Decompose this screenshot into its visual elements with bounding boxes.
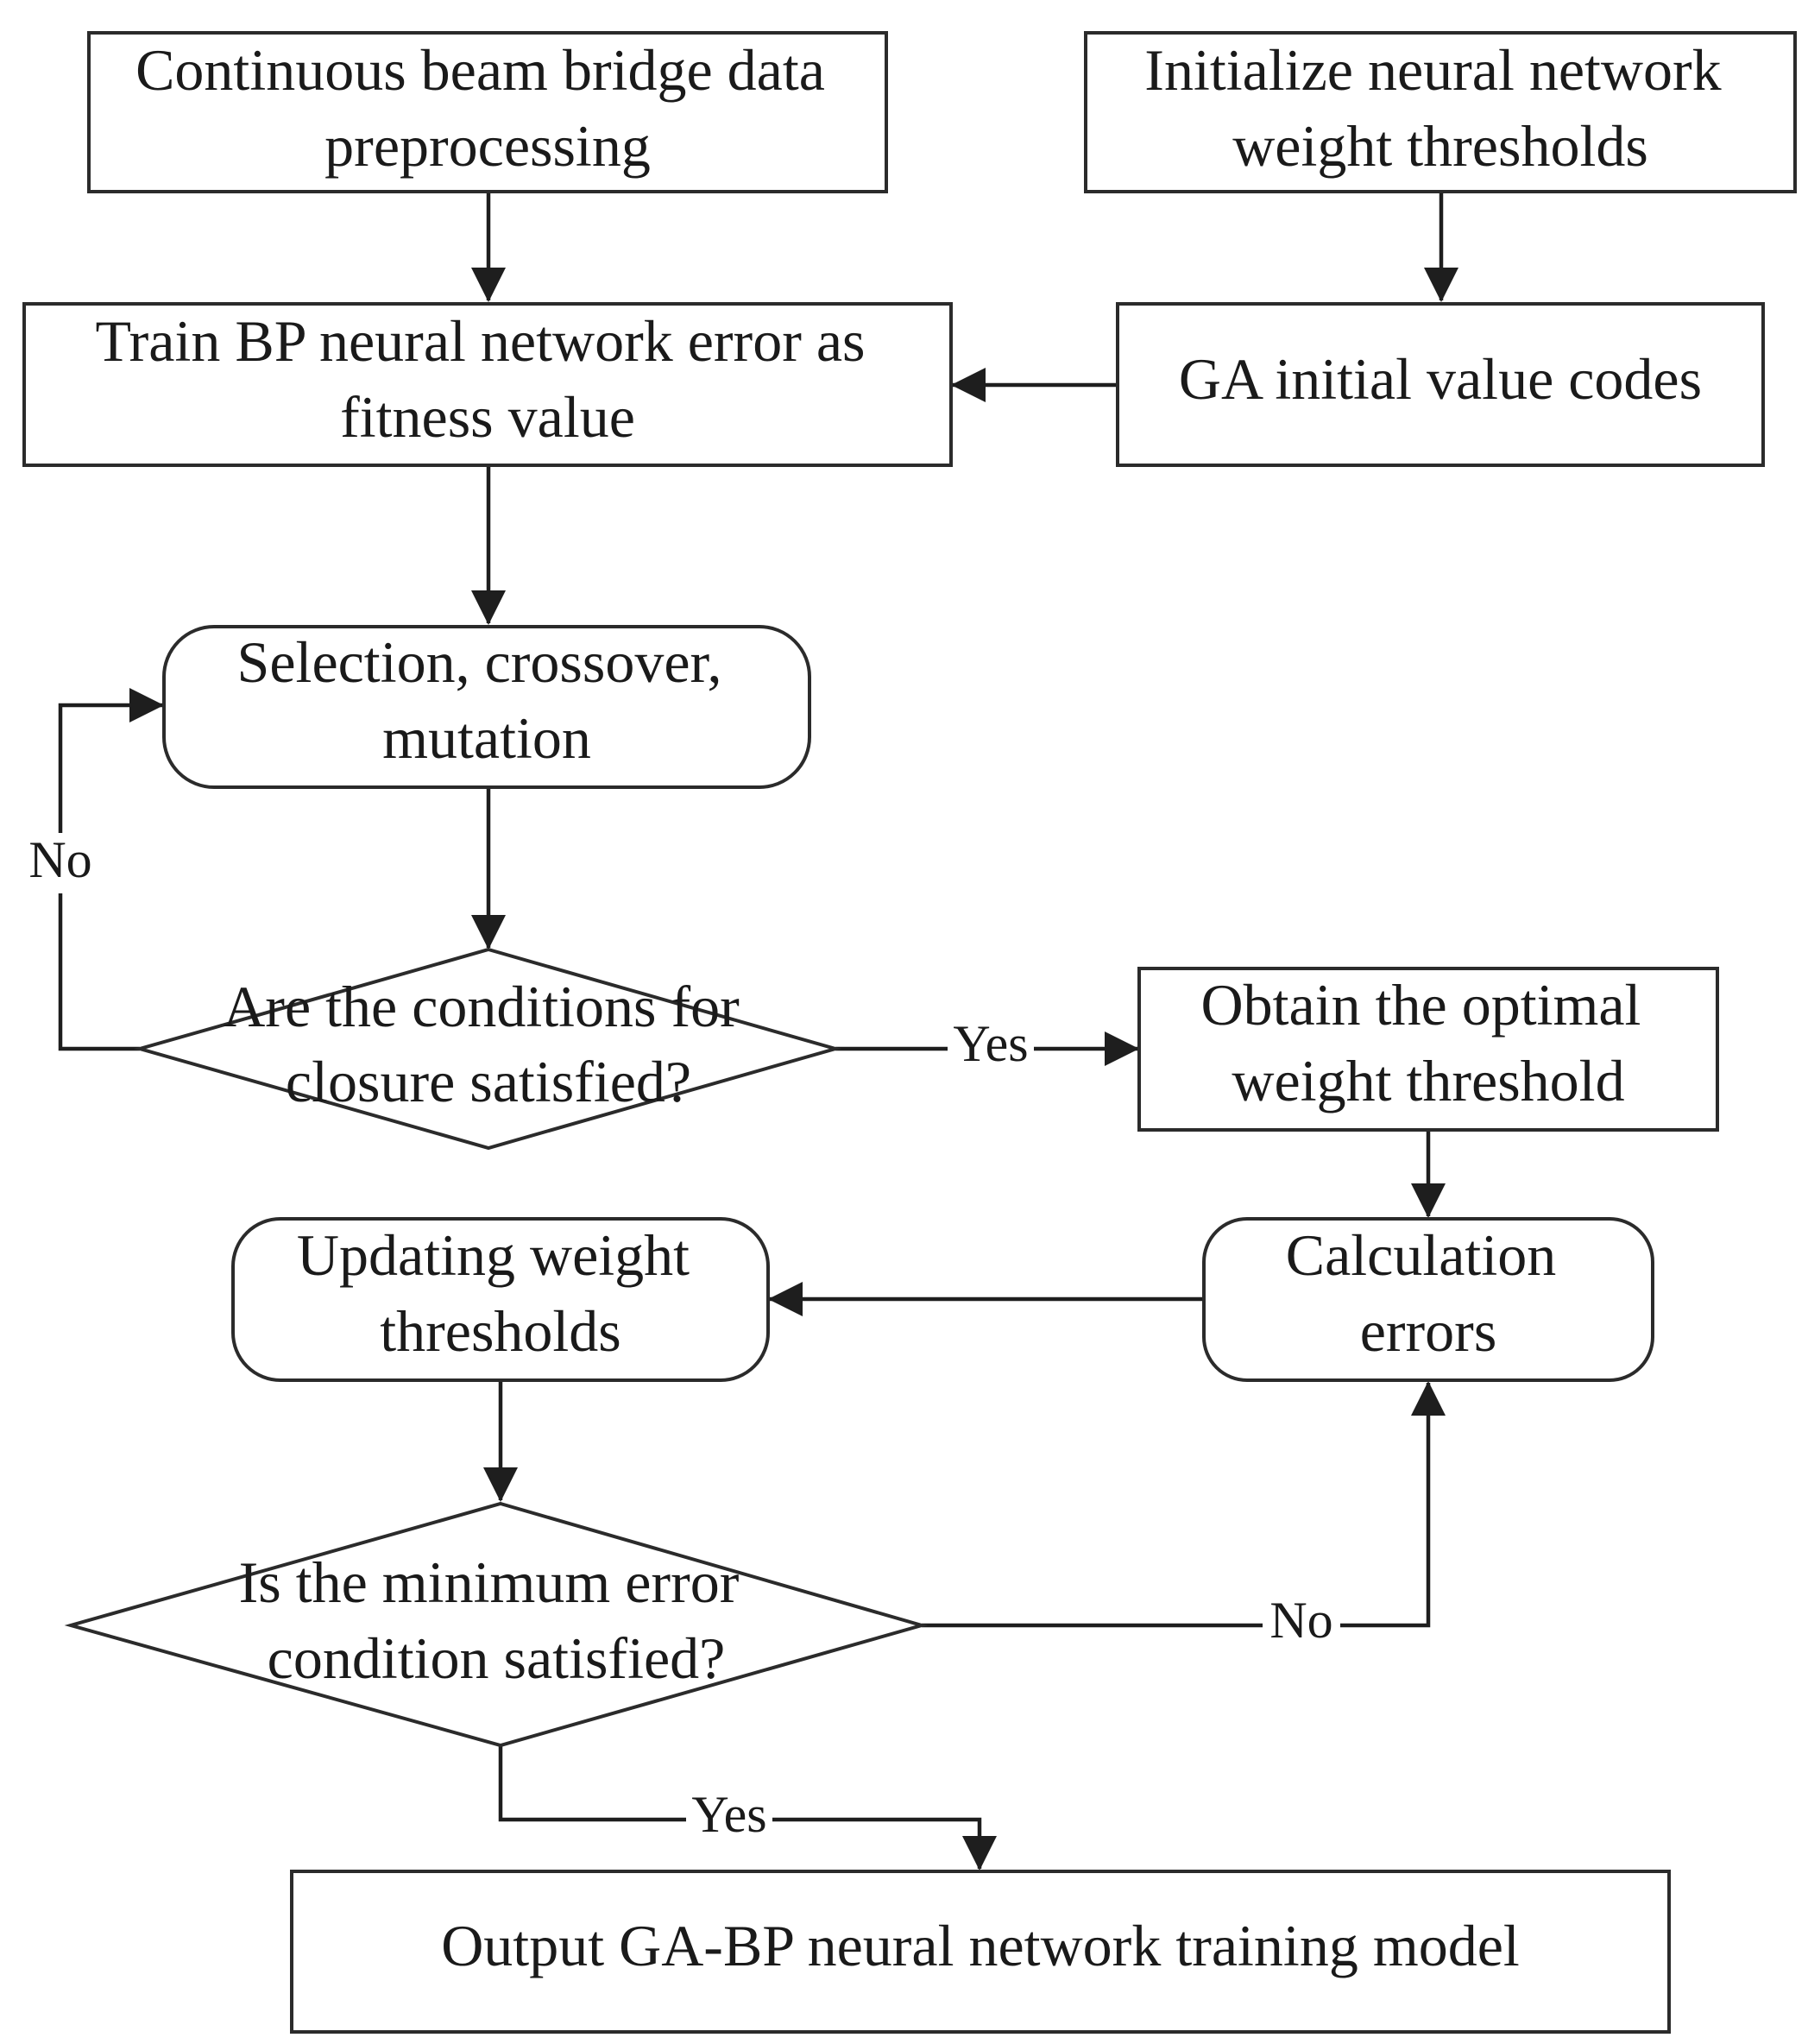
ga-codes-box xyxy=(1116,302,1765,467)
closure-yes-label: Yes xyxy=(953,1015,1028,1072)
closure-check-label: Are the conditions for closure satisfied… xyxy=(223,974,754,1114)
node-update-weights: Updating weight thresholds xyxy=(231,1217,770,1382)
node-ga-codes: GA initial value codes xyxy=(1116,302,1765,467)
optimal-box xyxy=(1137,967,1719,1132)
init-weights-box xyxy=(1084,31,1797,193)
update-weights-box xyxy=(231,1217,770,1382)
output-box xyxy=(290,1870,1671,2034)
train-bp-label: Train BP neural network error as fitness… xyxy=(95,308,879,450)
calc-errors-label: Calculation errors xyxy=(1286,1222,1571,1364)
closure-check-diamond xyxy=(133,947,842,1151)
train-bp-box xyxy=(22,302,953,467)
min-error-no-label: No xyxy=(1269,1592,1332,1649)
ga-codes-label: GA initial value codes xyxy=(1179,346,1702,412)
node-preprocess: Continuous beam bridge data preprocessin… xyxy=(87,31,888,193)
init-weights-label: Initialize neural network weight thresho… xyxy=(1144,37,1736,179)
min-error-yes-label: Yes xyxy=(691,1786,766,1843)
node-train-bp: Train BP neural network error as fitness… xyxy=(22,302,953,467)
selection-box xyxy=(162,625,811,789)
optimal-label: Obtain the optimal weight threshold xyxy=(1201,972,1656,1113)
edge-minerror-no xyxy=(922,1381,1446,1628)
output-label: Output GA-BP neural network training mod… xyxy=(441,1913,1520,1978)
min-error-check-label: Is the minimum error condition satisfied… xyxy=(239,1549,754,1691)
update-weights-label: Updating weight thresholds xyxy=(297,1222,704,1364)
min-error-check-diamond xyxy=(64,1501,929,1748)
node-optimal: Obtain the optimal weight threshold xyxy=(1137,967,1719,1132)
calc-errors-box xyxy=(1202,1217,1654,1382)
node-init-weights: Initialize neural network weight thresho… xyxy=(1084,31,1797,193)
node-min-error-check: Is the minimum error condition satisfied… xyxy=(64,1501,929,1748)
edge-labels: No Yes No Yes xyxy=(22,831,1340,1850)
preprocess-box xyxy=(87,31,888,193)
preprocess-label: Continuous beam bridge data preprocessin… xyxy=(135,37,840,179)
node-selection: Selection, crossover, mutation xyxy=(162,625,811,789)
selection-label: Selection, crossover, mutation xyxy=(237,629,737,771)
node-calc-errors: Calculation errors xyxy=(1202,1217,1654,1382)
closure-no-label: No xyxy=(28,831,91,888)
node-output: Output GA-BP neural network training mod… xyxy=(290,1870,1671,2034)
node-closure-check: Are the conditions for closure satisfied… xyxy=(133,947,842,1151)
